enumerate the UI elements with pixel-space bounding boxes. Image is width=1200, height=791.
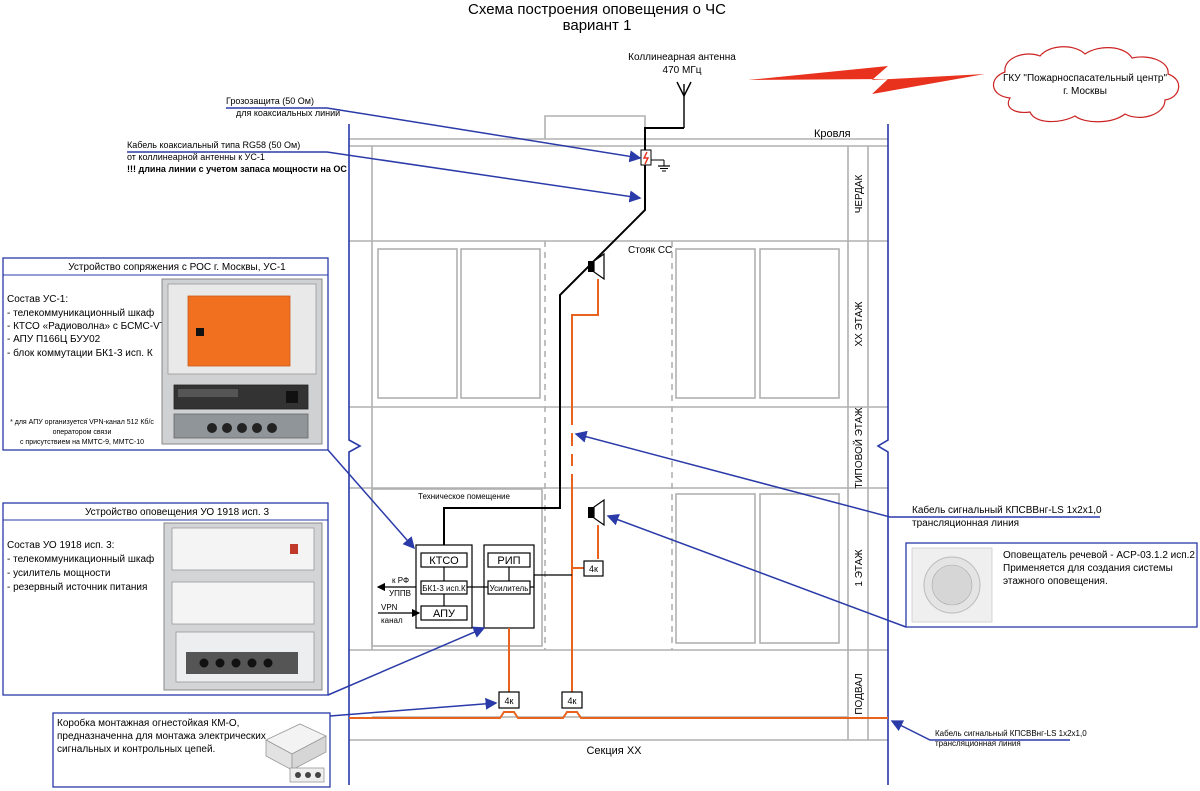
signal-cable-right-arrow bbox=[574, 430, 1100, 518]
uo-item-3: - резервный источник питания bbox=[7, 582, 147, 593]
speaker-photo bbox=[911, 547, 993, 623]
speaker-first-icon bbox=[588, 498, 605, 527]
radio-link-icon bbox=[748, 66, 985, 94]
lightning-protection-arrow bbox=[226, 107, 642, 163]
tech-room-label: Техническое помещение bbox=[418, 492, 510, 501]
uo-cabinet-image bbox=[163, 522, 323, 691]
us1-item-1: - телекоммуникационный шкаф bbox=[7, 307, 154, 319]
junction-box-first-label: 4к bbox=[589, 564, 598, 574]
km-box-photo bbox=[265, 723, 327, 783]
center-cloud-icon bbox=[993, 46, 1180, 123]
speaker-info-line1: Оповещатель речевой - АСР-03.1.2 исп.2 bbox=[1003, 550, 1195, 561]
ktso-label: КТСО bbox=[429, 555, 459, 567]
speaker-info-line2: Применяется для создания системы bbox=[1003, 563, 1173, 574]
building-walls bbox=[348, 124, 889, 785]
us1-note-1: * для АПУ организуется VPN-канал 512 Кб/… bbox=[10, 418, 154, 426]
floor-first-label: 1 ЭТАЖ bbox=[854, 549, 865, 587]
uo-pointer-arrow bbox=[327, 626, 486, 696]
floor-typical-label: ТИПОВОЙ ЭТАЖ bbox=[852, 407, 865, 489]
title-line2: вариант 1 bbox=[563, 17, 632, 34]
riser-line-upper bbox=[571, 279, 599, 425]
us1-note-3: с присутствием на ММТС-9, ММТС-10 bbox=[20, 439, 144, 446]
basement-label: ПОДВАЛ bbox=[854, 673, 865, 714]
section-label: Секция ХХ bbox=[586, 745, 642, 757]
antenna-label-1: Коллинеарная антенна bbox=[628, 52, 736, 63]
riser-label: Стояк СС bbox=[628, 245, 672, 256]
speaker-pointer-arrow bbox=[606, 514, 907, 628]
basement-cable-line bbox=[349, 711, 888, 719]
amp-riser-link bbox=[530, 574, 572, 588]
uo-item-1: - телекоммуникационный шкаф bbox=[7, 553, 154, 565]
coax-cable-arrow bbox=[127, 151, 642, 203]
lightning-protection-line1: Грозозащита (50 Ом) bbox=[226, 96, 314, 106]
junction-box-first bbox=[583, 560, 604, 577]
building-frame bbox=[349, 115, 888, 741]
signal-cable-bottom-arrow bbox=[890, 720, 1070, 741]
signal-cable-bottom-line1: Кабель сигнальный КПСВВнг-LS 1х2х1,0 bbox=[935, 729, 1087, 738]
vpn-label-2: канал bbox=[381, 616, 403, 625]
junction-box-basement-1-label: 4к bbox=[505, 696, 514, 706]
attic-label: ЧЕРДАК bbox=[854, 175, 865, 214]
vpn-label-1: VPN bbox=[381, 603, 398, 612]
uo-item-2: - усилитель мощности bbox=[7, 568, 110, 579]
signal-cable-right-line2: трансляционная линия bbox=[912, 518, 1019, 529]
coax-cable-line3: !!! длина линии с учетом запаса мощности… bbox=[127, 164, 347, 174]
center-name-line2: г. Москвы bbox=[1063, 86, 1107, 97]
uo-heading: Устройство оповещения УО 1918 исп. 3 bbox=[85, 507, 270, 518]
rf-label-2: УППВ bbox=[389, 589, 411, 598]
us1-note-2: оператором связи bbox=[53, 429, 112, 436]
speaker-info-line3: этажного оповещения. bbox=[1003, 576, 1108, 587]
center-name-line1: ГКУ "Пожарноспасательный центр" bbox=[1003, 73, 1168, 84]
antenna-label-2: 470 МГц bbox=[663, 65, 702, 76]
junction-box-basement-1 bbox=[498, 691, 520, 709]
coax-cable-line1: Кабель коаксиальный типа RG58 (50 Ом) bbox=[127, 140, 300, 150]
speaker-xx-icon bbox=[588, 252, 605, 281]
us1-item-3: - АПУ П166Ц БУУ02 bbox=[7, 334, 101, 345]
coax-cable-line2: от коллинеарной антенны к УС-1 bbox=[127, 152, 265, 162]
signal-cable-right-line1: Кабель сигнальный КПСВВнг-LS 1х2х1,0 bbox=[912, 504, 1102, 516]
rf-label-1: к РФ bbox=[392, 576, 409, 585]
us1-composition-title: Состав УС-1: bbox=[7, 294, 68, 305]
km-box-line2: предназначенна для монтажа электрических bbox=[57, 731, 266, 742]
uo-composition-title: Состав УО 1918 исп. 3: bbox=[7, 540, 114, 551]
km-box-line3: сигнальных и контрольных цепей. bbox=[57, 744, 215, 755]
signal-cable-bottom-line2: трансляционная линия bbox=[935, 739, 1021, 748]
junction-box-basement-2 bbox=[561, 691, 583, 709]
us1-cabinet-image bbox=[161, 278, 323, 445]
us1-heading: Устройство сопряжения с РОС г. Москвы, У… bbox=[68, 262, 286, 273]
amplifier-label: Усилитель bbox=[490, 584, 529, 593]
antenna-icon bbox=[676, 81, 692, 128]
roof-label: Кровля bbox=[814, 128, 851, 140]
rip-label: РИП bbox=[497, 555, 520, 567]
us1-pointer-arrow bbox=[327, 449, 415, 550]
us1-item-4: - блок коммутации БК1-3 исп. К bbox=[7, 347, 153, 359]
coax-cable-line bbox=[443, 127, 684, 553]
junction-box-basement-2-label: 4к bbox=[568, 696, 577, 706]
us1-item-2: - КТСО «Радиоволна» с БСМС-VT bbox=[7, 321, 166, 332]
km-box-pointer-arrow bbox=[329, 697, 498, 717]
title-line1: Схема построения оповещения о ЧС bbox=[468, 1, 726, 18]
apu-label: АПУ bbox=[433, 608, 456, 620]
floor-xx-label: ХХ ЭТАЖ bbox=[854, 301, 865, 347]
km-box-line1: Коробка монтажная огнестойкая КМ-О, bbox=[57, 717, 239, 729]
lightning-protection-line2: для коаксиальных линий bbox=[236, 108, 340, 118]
bk-label: БК1-3 исп.К bbox=[422, 584, 466, 593]
